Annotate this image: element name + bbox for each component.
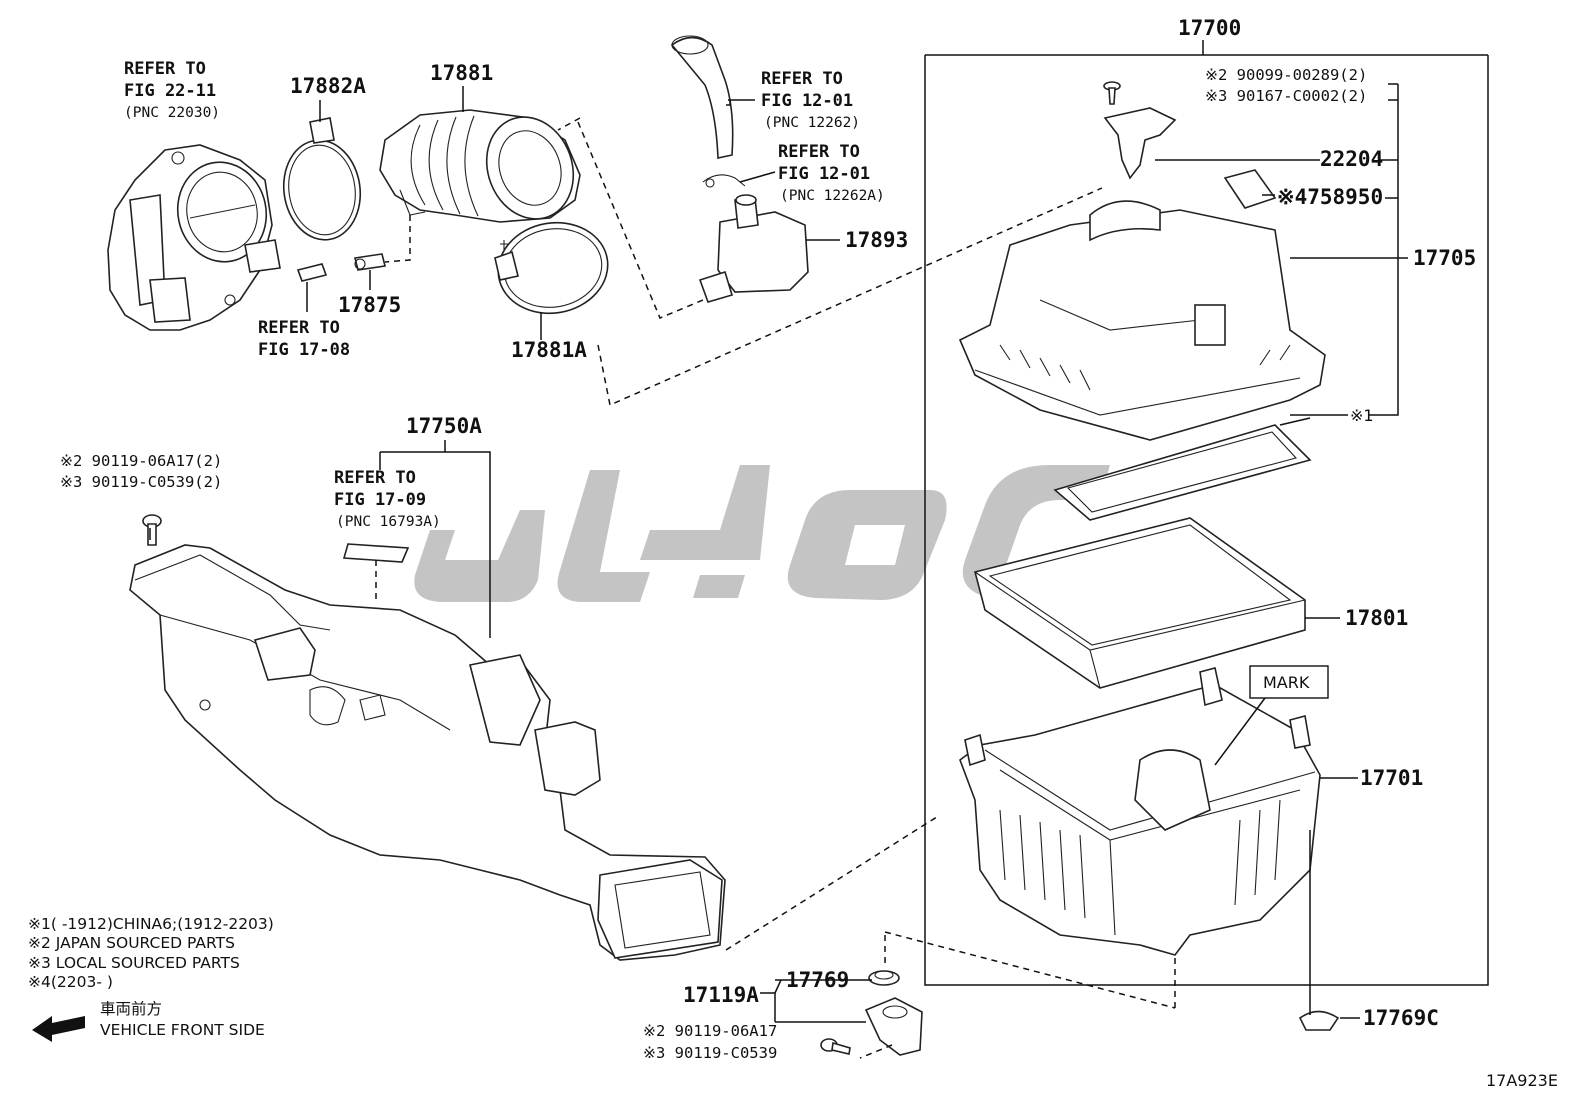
ref-hose-l1: REFER TO [761,69,843,89]
part-758950: ※4758950 [1277,185,1383,209]
ref-clip-l3: (PNC 12262A) [780,188,885,204]
ref-hose-l2: FIG 12-01 [761,91,853,111]
duct-label-sticker [342,543,410,563]
ref-label-l1: REFER TO [334,468,416,488]
ref-clip-l2: FIG 12-01 [778,164,870,184]
part-17119a: 17119A [683,983,759,1007]
ref-label-l2: FIG 17-09 [334,490,426,510]
part-17801: 17801 [1345,606,1408,630]
ref-throttle-l2: FIG 22-11 [124,81,216,101]
sensor-17875 [354,253,386,271]
mark-note-1: ※1 [1350,406,1374,425]
ref-hose-l3: (PNC 12262) [764,115,860,131]
note-2: ※2 JAPAN SOURCED PARTS [28,934,235,952]
note-3: ※3 LOCAL SOURCED PARTS [28,954,240,972]
label-758950 [1223,169,1277,209]
part-17701: 17701 [1360,766,1423,790]
part-17769: 17769 [786,968,849,992]
throttle-body [107,144,281,331]
part-17893: 17893 [845,228,908,252]
part-17769c: 17769C [1363,1006,1439,1030]
part-17750a: 17750A [406,414,482,438]
bolt-duct-japan: ※2 90119-06A17(2) [60,452,222,470]
hose-clip [702,174,746,188]
part-22204: 22204 [1320,147,1383,171]
mark-box [1249,665,1329,699]
grommet-17769c [1298,1010,1340,1031]
dashed-connectors [375,117,1176,1059]
ref-clip-l1: REFER TO [778,142,860,162]
sensor-22204 [1103,107,1177,180]
mark-label: MARK [1263,673,1310,692]
bracket-17119a [864,997,923,1056]
part-17882a: 17882A [290,74,366,98]
hose-clamp-17882a [282,117,362,241]
part-17700: 17700 [1178,16,1241,40]
intake-hose-17881 [379,109,581,223]
part-17875: 17875 [338,293,401,317]
diagram-code: 17A923E [1486,1071,1558,1090]
bolt-mount [820,1038,851,1055]
ref-label-l3: (PNC 16793A) [336,514,441,530]
bolt-mount-japan: ※2 90119-06A17 [643,1022,777,1040]
part-17881a: 17881A [511,338,587,362]
front-label-en: VEHICLE FRONT SIDE [100,1021,265,1039]
vacuum-tube [296,263,328,282]
gasket [1053,424,1312,521]
cleaner-case-17701 [959,667,1321,956]
resonator-17893 [698,194,809,303]
grommet-17769 [868,970,900,986]
bolt-top-japan: ※2 90099-00289(2) [1205,66,1367,84]
inlet-duct-17750a [129,544,726,961]
air-filter-17801 [974,517,1306,689]
note-4: ※4(2203- ) [28,973,113,991]
leader-lines [149,40,1489,1023]
vehicle-front-arrow [32,1016,85,1042]
note-1: ※1( -1912)CHINA6;(1912-2203) [28,915,274,933]
ref-fig1708-l1: REFER TO [258,318,340,338]
bolt-top [1103,81,1121,105]
ref-throttle-l3: (PNC 22030) [124,105,220,121]
hose-clamp-17881a [494,221,609,315]
bolt-top-local: ※3 90167-C0002(2) [1205,87,1367,105]
cleaner-cap-17705 [958,200,1326,441]
front-label-jp: 車両前方 [100,1000,162,1018]
part-17705: 17705 [1413,246,1476,270]
bolt-duct [142,514,162,546]
bolt-duct-local: ※3 90119-C0539(2) [60,473,222,491]
ref-fig1708-l2: FIG 17-08 [258,340,350,360]
bolt-mount-local: ※3 90119-C0539 [643,1044,777,1062]
ref-throttle-l1: REFER TO [124,59,206,79]
breather-hose [670,35,734,159]
part-17881: 17881 [430,61,493,85]
